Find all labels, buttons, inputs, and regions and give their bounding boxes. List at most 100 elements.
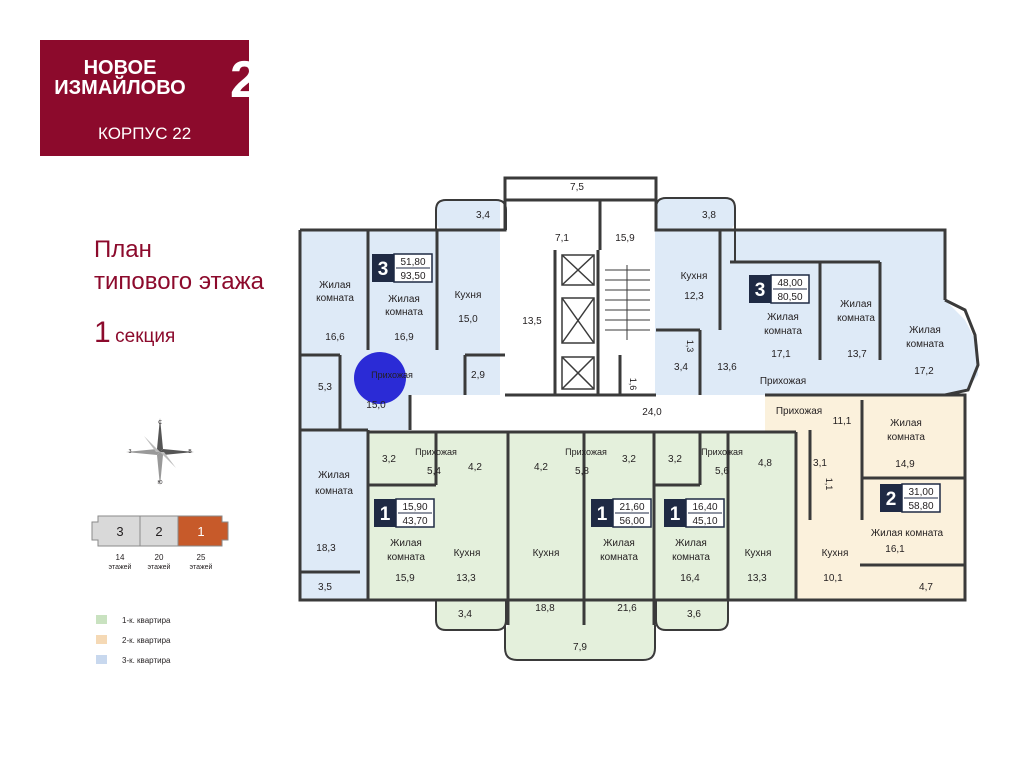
- room-area: 21,6: [617, 603, 637, 614]
- room-area: 3,2: [668, 454, 682, 465]
- plan-title-line-1: План: [94, 236, 152, 263]
- room-area: 1,6: [628, 378, 638, 391]
- room-name: Кухня: [745, 548, 772, 559]
- room-name: Прихожая: [415, 447, 457, 457]
- room-name: Кухня: [455, 290, 482, 301]
- room-area: 15,0: [366, 400, 386, 411]
- room-name: комната: [887, 432, 925, 443]
- apartment-badge-2k[interactable]: 2 31,00 58,80: [880, 483, 941, 513]
- room-labels: Жилая комната 16,6 Жилая комната 16,9 Ку…: [315, 182, 944, 653]
- room-area: 3,8: [702, 210, 716, 221]
- room-area: 4,7: [919, 582, 933, 593]
- room-area: 7,5: [570, 182, 584, 193]
- room-name: Кухня: [822, 548, 849, 559]
- badge-rooms: 1: [380, 504, 391, 525]
- badge-rooms: 1: [670, 504, 681, 525]
- badge-area-total: 93,50: [400, 271, 425, 282]
- legend-swatch-1k: [96, 615, 107, 624]
- room-name: Прихожая: [371, 370, 413, 380]
- compass-s: Ю: [157, 480, 162, 486]
- badge-rooms: 1: [597, 504, 608, 525]
- room-area: 4,2: [468, 462, 482, 473]
- section-block-1[interactable]: [177, 515, 229, 547]
- room-name: Прихожая: [776, 406, 822, 417]
- room-area: 18,3: [316, 543, 336, 554]
- room-name: комната: [837, 313, 875, 324]
- compass-e: В: [188, 449, 192, 455]
- section-block-label: 1: [197, 524, 204, 539]
- legend-label-1k: 1-к. квартира: [122, 616, 171, 625]
- room-area: 5,4: [427, 466, 441, 477]
- badge-rooms: 3: [755, 280, 766, 301]
- section-block-label: 2: [155, 524, 162, 539]
- compass-w: З: [128, 449, 131, 455]
- room-name: Прихожая: [760, 376, 806, 387]
- badge-area-total: 58,80: [908, 501, 933, 512]
- room-name: Жилая: [675, 538, 707, 549]
- apartment-1k-c[interactable]: [654, 432, 796, 630]
- section-floors: 25: [197, 553, 206, 562]
- balconies: [435, 197, 736, 661]
- apartment-badge-1k-b[interactable]: 1 21,60 56,00: [591, 498, 652, 528]
- room-area: 13,3: [747, 573, 767, 584]
- apartment-badge-3k-left[interactable]: 3 51,80 93,50: [372, 253, 433, 283]
- room-name: Жилая: [767, 312, 799, 323]
- room-area: 5,8: [575, 466, 589, 477]
- apartment-badge-3k-right[interactable]: 3 48,00 80,50: [749, 274, 810, 304]
- room-area: 16,6: [325, 332, 345, 343]
- corridor: [410, 395, 765, 431]
- section-number: 1: [94, 316, 111, 349]
- room-name: Кухня: [533, 548, 560, 559]
- apartment-badge-1k-a[interactable]: 1 15,90 43,70: [374, 498, 435, 528]
- room-area: 12,3: [684, 291, 704, 302]
- section-block-label: 3: [116, 524, 123, 539]
- room-area: 3,5: [318, 582, 332, 593]
- room-name: комната: [600, 552, 638, 563]
- section-floors-word: этажей: [148, 563, 171, 571]
- room-area: 3,2: [622, 454, 636, 465]
- room-area: 5,6: [715, 466, 729, 477]
- floor-plan: [300, 170, 978, 660]
- room-name: Прихожая: [565, 447, 607, 457]
- room-area: 4,2: [534, 462, 548, 473]
- room-area: 7,9: [573, 642, 587, 653]
- room-area: 10,1: [823, 573, 843, 584]
- room-area: 7,1: [555, 233, 569, 244]
- legend: 1-к. квартира 2-к. квартира 3-к. квартир…: [96, 615, 171, 665]
- compass-rose-icon: С Ю З В: [126, 418, 194, 486]
- badge-area-living: 21,60: [619, 502, 644, 513]
- room-name: комната: [315, 486, 353, 497]
- sections-map: 3 2 1 14 этажей 20 этажей 25 этажей: [91, 515, 229, 571]
- room-area: 3,2: [382, 454, 396, 465]
- room-name: Жилая: [318, 470, 350, 481]
- section-floors: 14: [116, 553, 125, 562]
- room-area: 3,4: [476, 210, 490, 221]
- selection-marker[interactable]: [354, 352, 406, 404]
- logo-line-2: ИЗМАЙЛОВО: [54, 77, 186, 99]
- legend-label-2k: 2-к. квартира: [122, 636, 171, 645]
- room-name: комната: [387, 552, 425, 563]
- room-name: Кухня: [681, 271, 708, 282]
- apartment-1k-b[interactable]: [505, 432, 655, 660]
- legend-swatch-2k: [96, 635, 107, 644]
- room-name: Жилая: [319, 280, 351, 291]
- walls: [298, 176, 980, 625]
- room-area: 16,1: [885, 544, 905, 555]
- room-area: 3,1: [813, 458, 827, 469]
- section-floors: 20: [155, 553, 164, 562]
- section-word: секция: [115, 326, 176, 347]
- room-area: 2,9: [471, 370, 485, 381]
- apartment-3k-right[interactable]: [655, 198, 978, 395]
- apartment-badge-1k-c[interactable]: 1 16,40 45,10: [664, 498, 725, 528]
- room-area: 13,5: [522, 316, 542, 327]
- room-name: Жилая: [890, 418, 922, 429]
- room-area: 15,9: [395, 573, 415, 584]
- badge-area-total: 80,50: [777, 292, 802, 303]
- badge-rooms: 2: [886, 489, 897, 510]
- plan-title-line-2: типового этажа: [94, 268, 265, 295]
- room-area: 16,9: [394, 332, 414, 343]
- room-area: 18,8: [535, 603, 555, 614]
- logo-number: 2: [230, 51, 259, 109]
- room-name: Жилая: [388, 294, 420, 305]
